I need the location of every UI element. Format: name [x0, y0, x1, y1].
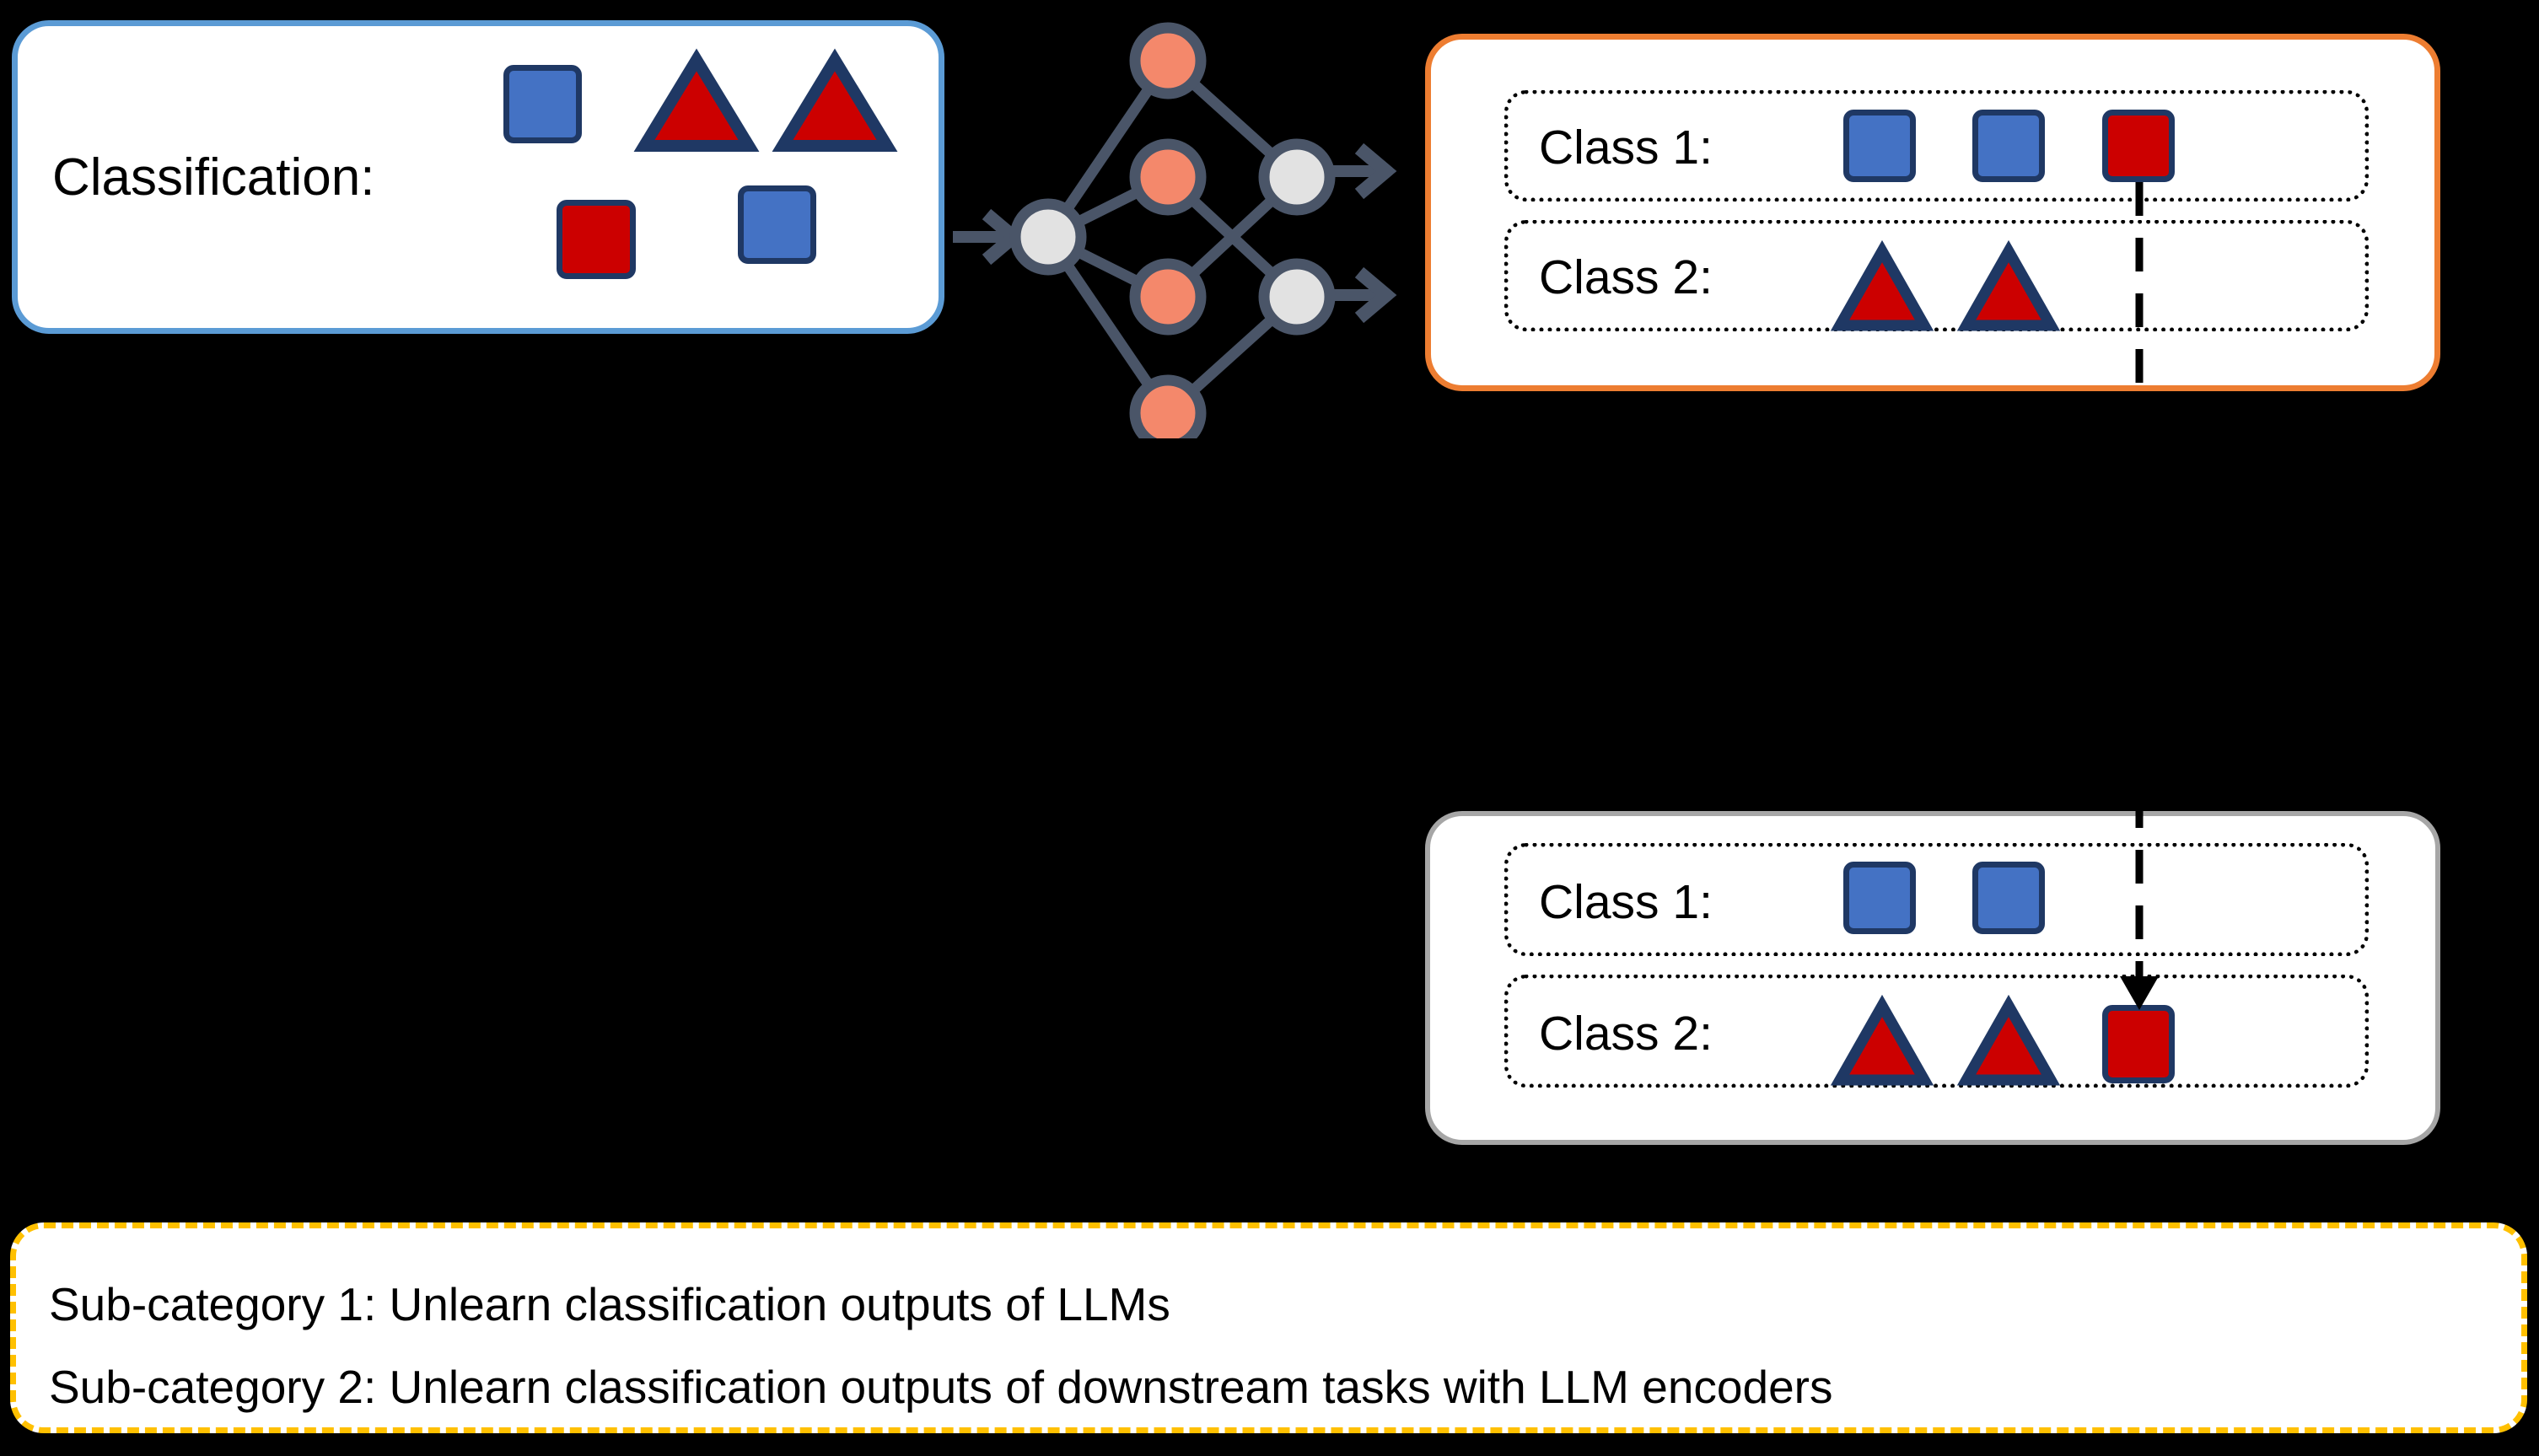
after-row-class-2-label: Class 2: — [1539, 1007, 1713, 1061]
after-shape-square-blue-1 — [1843, 862, 1916, 934]
sub-category-caption — [10, 1222, 2527, 1433]
before-row-class-2 — [1504, 220, 2369, 331]
sub-category-line-2: Sub-category 2: Unlearn classification o… — [49, 1361, 1833, 1413]
after-shape-triangle-red-2 — [1956, 994, 2061, 1086]
before-shape-square-blue-1 — [1843, 110, 1916, 182]
input-shape-triangle-red-1 — [633, 48, 760, 152]
nn-node-hidden-1 — [1129, 22, 1207, 99]
after-shape-square-red-1 — [2102, 1005, 2175, 1083]
before-shape-square-red-1 — [2102, 110, 2175, 182]
after-row-class-2 — [1504, 975, 2369, 1088]
nn-node-output-1 — [1258, 138, 1336, 216]
before-shape-triangle-red-2 — [1956, 239, 2061, 331]
classification-input-panel — [12, 20, 944, 334]
after-shape-triangle-red-1 — [1830, 994, 1934, 1086]
nn-node-output-2 — [1258, 258, 1336, 336]
nn-node-input-1 — [1009, 198, 1087, 276]
page-title: Classification: — [52, 148, 375, 207]
before-row-class-1-label: Class 1: — [1539, 121, 1713, 175]
before-shape-triangle-red-1 — [1830, 239, 1934, 331]
after-row-class-1 — [1504, 843, 2369, 956]
before-row-class-2-label: Class 2: — [1539, 250, 1713, 304]
after-row-class-1-label: Class 1: — [1539, 875, 1713, 929]
before-shape-square-blue-2 — [1972, 110, 2045, 182]
neural-network — [1009, 22, 1336, 438]
nn-node-hidden-4 — [1129, 374, 1207, 438]
before-row-class-1 — [1504, 90, 2369, 201]
input-shape-square-blue-1 — [503, 65, 582, 143]
nn-node-hidden-2 — [1129, 138, 1207, 216]
after-shape-square-blue-2 — [1972, 862, 2045, 934]
input-shape-square-blue-2 — [738, 185, 816, 264]
input-shape-square-red-1 — [557, 200, 636, 279]
nn-node-hidden-3 — [1129, 258, 1207, 336]
classification-output-before — [1425, 34, 2440, 391]
sub-category-line-1: Sub-category 1: Unlearn classification o… — [49, 1278, 1170, 1330]
input-shape-triangle-red-2 — [772, 48, 898, 152]
